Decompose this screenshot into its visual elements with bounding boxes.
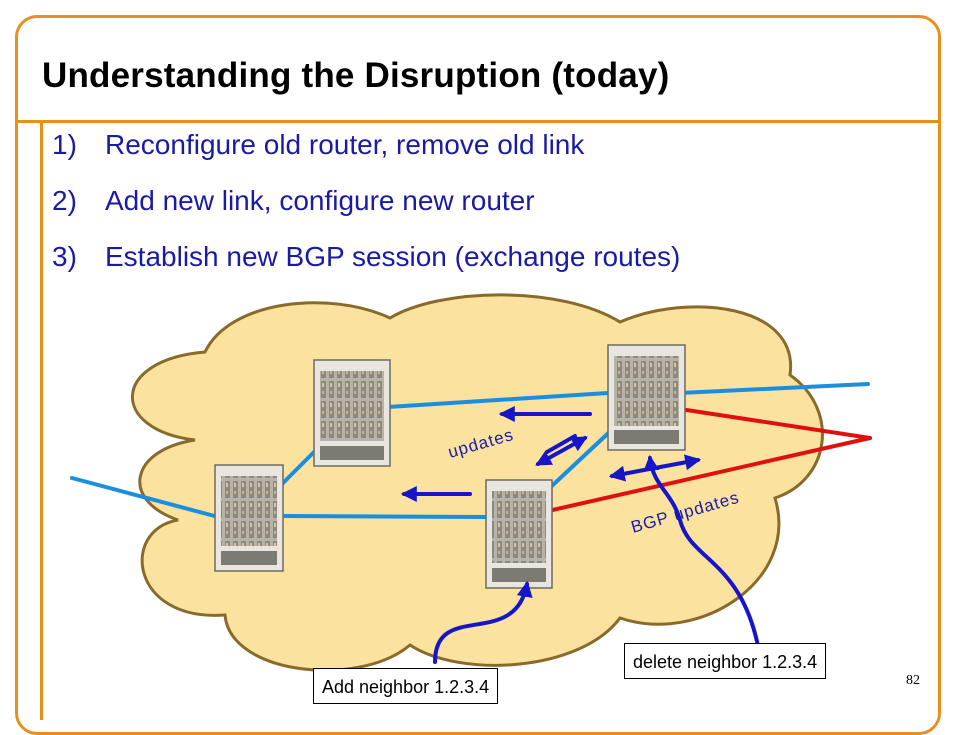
delete-neighbor-callout: delete neighbor 1.2.3.4 [624,643,827,679]
steps-list: 1) Reconfigure old router, remove old lin… [52,124,680,292]
link-external-left [70,476,224,520]
slide-title: Understanding the Disruption (today) [42,56,670,95]
config-arrow-add [433,580,533,664]
router-3 [485,479,553,589]
router-2 [313,359,391,467]
router-1 [214,464,284,572]
network-diagram: updates BGP updates [70,293,872,672]
step-item-2: 2) Add new link, configure new router [52,180,680,236]
new-link-lower [546,436,872,513]
link-external-right [678,382,870,395]
new-link-upper [678,407,872,440]
step-text: Reconfigure old router, remove old link [105,129,585,160]
title-divider [15,120,941,123]
add-neighbor-callout: Add neighbor 1.2.3.4 [313,668,499,704]
step-number: 1) [52,129,77,160]
router-4 [607,344,686,451]
link-r1-r3 [283,514,490,519]
page-number: 82 [906,673,920,688]
update-arrow-diagonal [535,436,588,466]
step-item-1: 1) Reconfigure old router, remove old lin… [52,124,680,180]
step-item-3: 3) Establish new BGP session (exchange ro… [52,236,680,292]
link-r2-r4 [386,391,610,409]
step-text: Add new link, configure new router [105,185,535,216]
step-number: 3) [52,241,77,272]
new-links [546,407,872,513]
step-text: Establish new BGP session (exchange rout… [105,241,681,272]
update-arrow-diagonal-2 [545,434,577,454]
config-arrow-delete [643,454,760,648]
side-divider [40,120,43,720]
step-number: 2) [52,185,77,216]
